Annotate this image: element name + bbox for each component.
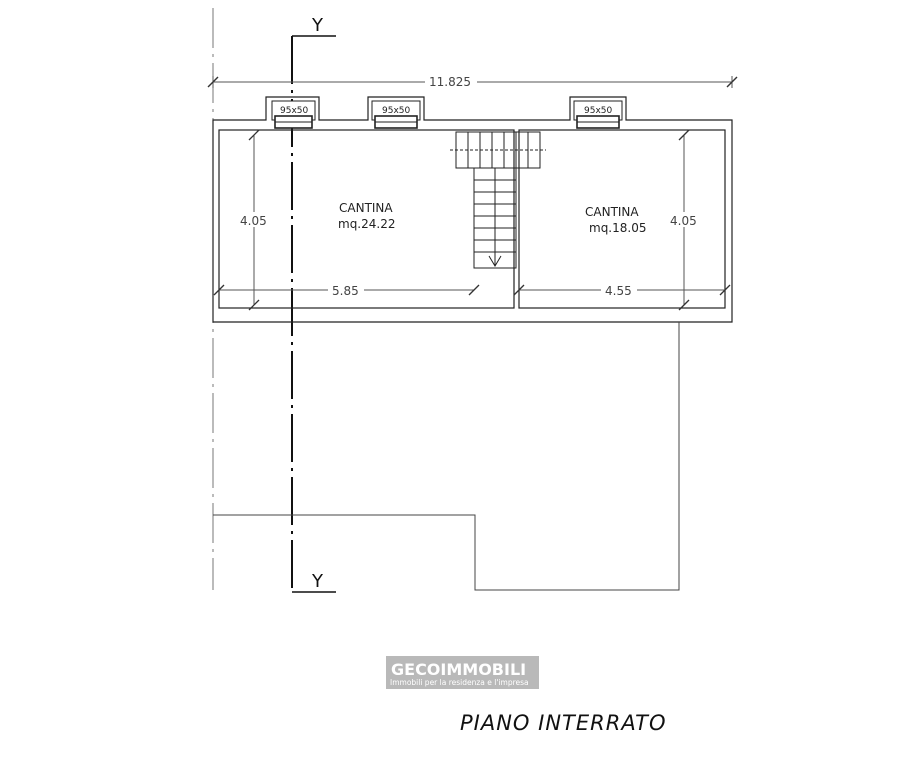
window-3-label: 95x50 <box>584 106 613 116</box>
room-2-width-label: 4.55 <box>605 284 632 298</box>
room-2-area: mq.18.05 <box>589 221 646 235</box>
room-2-height-label: 4.05 <box>670 214 697 228</box>
window-2 <box>371 100 421 129</box>
ground-outline <box>213 322 680 591</box>
drawing-title: PIANO INTERRATO <box>460 711 667 735</box>
room-2-name: CANTINA <box>585 205 639 219</box>
room-2-walls <box>518 129 726 309</box>
watermark-tagline: Immobili per la residenza e l'impresa <box>390 678 529 687</box>
outer-wall <box>212 96 733 323</box>
section-label-top: Y <box>311 15 324 36</box>
room-1-height-label: 4.05 <box>240 214 267 228</box>
staircase <box>450 131 546 269</box>
room-1-width-label: 5.85 <box>332 284 359 298</box>
watermark-logo: GECOIMMOBILI Immobili per la residenza e… <box>386 656 539 689</box>
window-1 <box>271 100 316 129</box>
window-1-label: 95x50 <box>280 106 309 116</box>
room-1-area: mq.24.22 <box>338 217 395 231</box>
room-1-name: CANTINA <box>339 201 393 215</box>
window-2-label: 95x50 <box>382 106 411 116</box>
watermark-brand: GECOIMMOBILI <box>391 660 526 679</box>
window-3 <box>573 100 623 129</box>
room-1-walls <box>218 129 515 309</box>
section-label-bottom: Y <box>311 571 324 592</box>
overall-dimension-label: 11.825 <box>429 75 471 89</box>
